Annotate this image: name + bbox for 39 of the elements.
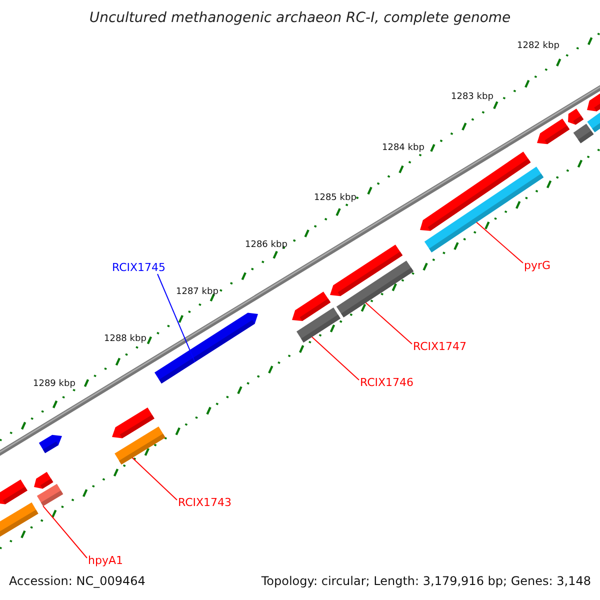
gene-block (587, 112, 600, 132)
tick-label: 1286 kbp (245, 241, 288, 250)
gene-block (114, 426, 166, 464)
tick-label: 1288 kbp (104, 335, 146, 344)
tick-label: 1289 kbp (33, 380, 76, 389)
footer-text: Accession: NC_009464 (9, 575, 146, 587)
gene-label: pyrG (524, 260, 551, 271)
leader-line (157, 274, 196, 363)
gene-block (587, 92, 600, 112)
tick-label: 1287 kbp (176, 288, 218, 297)
gene-block (36, 484, 64, 506)
gene-label: RCIX1746 (360, 377, 414, 388)
gene-block (573, 124, 594, 144)
leader-line (312, 336, 360, 380)
leader-line (132, 457, 178, 500)
gene-block (537, 118, 570, 144)
leader-line (365, 302, 412, 344)
gene-label: RCIX1743 (178, 497, 232, 508)
gene-label: RCIX1745 (112, 262, 166, 273)
tick-label: 1285 kbp (314, 194, 356, 203)
gene-block (34, 472, 54, 489)
leader-line (476, 222, 524, 264)
tick-label: 1284 kbp (382, 144, 424, 153)
tick-label: 1283 kbp (451, 93, 494, 102)
gene-label: RCIX1747 (413, 341, 467, 352)
gene-block (424, 166, 544, 252)
leader-line (42, 506, 88, 558)
gene-block (568, 108, 584, 125)
footer-text: Topology: circular; Length: 3,179,916 bp; Genes: 3,148 (261, 575, 591, 587)
gene-label: hpyA1 (88, 555, 123, 566)
tick-label: 1282 kbp (517, 42, 560, 51)
gene-block (296, 308, 340, 342)
gene-block (38, 434, 62, 454)
gene-block (336, 260, 414, 318)
gene-block (112, 408, 154, 438)
gene-block (0, 480, 28, 504)
title: Uncultured methanogenic archaeon RC-I, complete genome (88, 11, 512, 25)
gene-block (0, 502, 38, 538)
gene-block (154, 312, 258, 384)
